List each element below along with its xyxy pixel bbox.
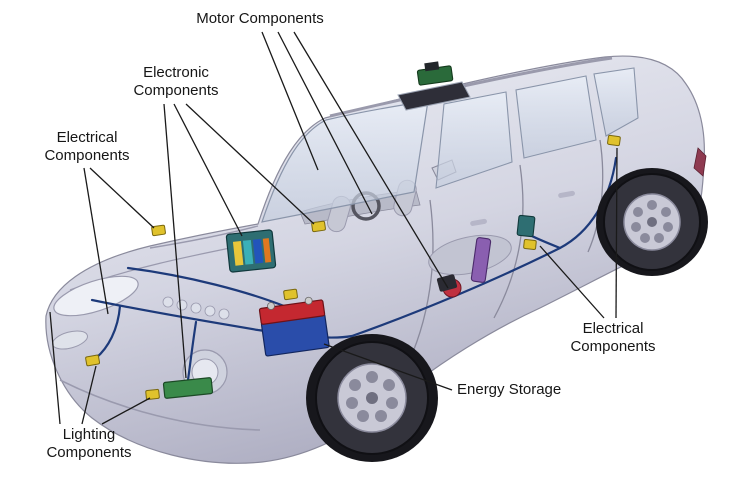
door-handle — [558, 190, 575, 198]
front-hub — [366, 392, 378, 404]
leader-line-electrical-right — [539, 245, 605, 319]
front-rim-holes — [346, 371, 398, 422]
headlight — [53, 275, 139, 317]
roof-rail — [329, 56, 613, 118]
module-branch-wire — [186, 320, 198, 382]
leader-line-electronic — [185, 103, 315, 225]
label-electrical-components-left: Electrical Components — [44, 129, 130, 164]
label-motor-components: Motor Components — [196, 10, 324, 27]
hood-crease — [149, 225, 259, 249]
label-electrical-components-right: Electrical Components — [570, 320, 656, 355]
tail-lamp — [693, 147, 707, 177]
electrical-component — [607, 134, 621, 147]
wheels — [306, 168, 708, 462]
leader-line-electrical-right — [615, 147, 618, 319]
module-cell — [252, 238, 264, 264]
battery-energy-storage — [258, 296, 330, 357]
rear-rim-holes — [631, 200, 673, 243]
leader-line-motor — [277, 31, 373, 215]
leader-line-motor — [293, 31, 449, 289]
leader-line-lighting — [49, 311, 61, 425]
rear-side-window — [515, 75, 597, 159]
front-branch-wire — [94, 304, 122, 360]
electrical-component — [311, 220, 326, 233]
electronic-control-module — [225, 229, 277, 273]
green-control-module — [162, 377, 214, 399]
leader-line-electronic — [173, 103, 243, 237]
label-electronic-components: Electronic Components — [133, 64, 219, 99]
door-electronics-module — [516, 214, 536, 238]
leader-line-energy-storage — [323, 343, 453, 391]
roof-module-motor — [424, 61, 440, 72]
sunroof — [397, 81, 471, 111]
front-side-window — [435, 91, 513, 189]
label-lighting-components: Lighting Components — [46, 426, 132, 461]
rear-hub — [647, 217, 657, 227]
electrical-component — [283, 288, 298, 301]
module-cell — [242, 239, 254, 265]
main-harness-wire — [90, 156, 618, 339]
battery-terminal — [304, 296, 313, 305]
module-cell — [232, 241, 244, 266]
label-energy-storage: Energy Storage — [457, 381, 562, 398]
leader-line-electronic — [163, 103, 187, 379]
door-seam — [493, 164, 524, 319]
electrical-component — [85, 354, 101, 367]
battery-top — [258, 299, 326, 325]
yellow-electrical-components — [85, 134, 621, 400]
electrical-component — [145, 388, 160, 400]
battery-terminal — [267, 302, 275, 310]
leader-line-motor — [261, 31, 319, 171]
car-glass — [261, 67, 639, 223]
leader-line-electrical-left — [89, 167, 155, 229]
wiring-harness — [90, 156, 618, 382]
vehicle-components — [85, 61, 621, 400]
door-handle — [470, 218, 487, 226]
roof-motor-module — [416, 61, 454, 86]
module-cell — [262, 238, 272, 263]
front-bumper-line — [59, 379, 261, 431]
electrical-component — [151, 224, 166, 237]
purple-capacitor — [470, 237, 492, 283]
hood-branch-wire — [126, 266, 286, 308]
quarter-window — [593, 67, 639, 137]
leader-line-electrical-left — [83, 167, 109, 315]
leader-lines — [49, 31, 618, 425]
electrical-component — [523, 239, 537, 250]
leader-line-lighting — [81, 365, 97, 425]
leader-line-lighting — [101, 397, 151, 425]
engine-bay-detail — [162, 296, 230, 320]
